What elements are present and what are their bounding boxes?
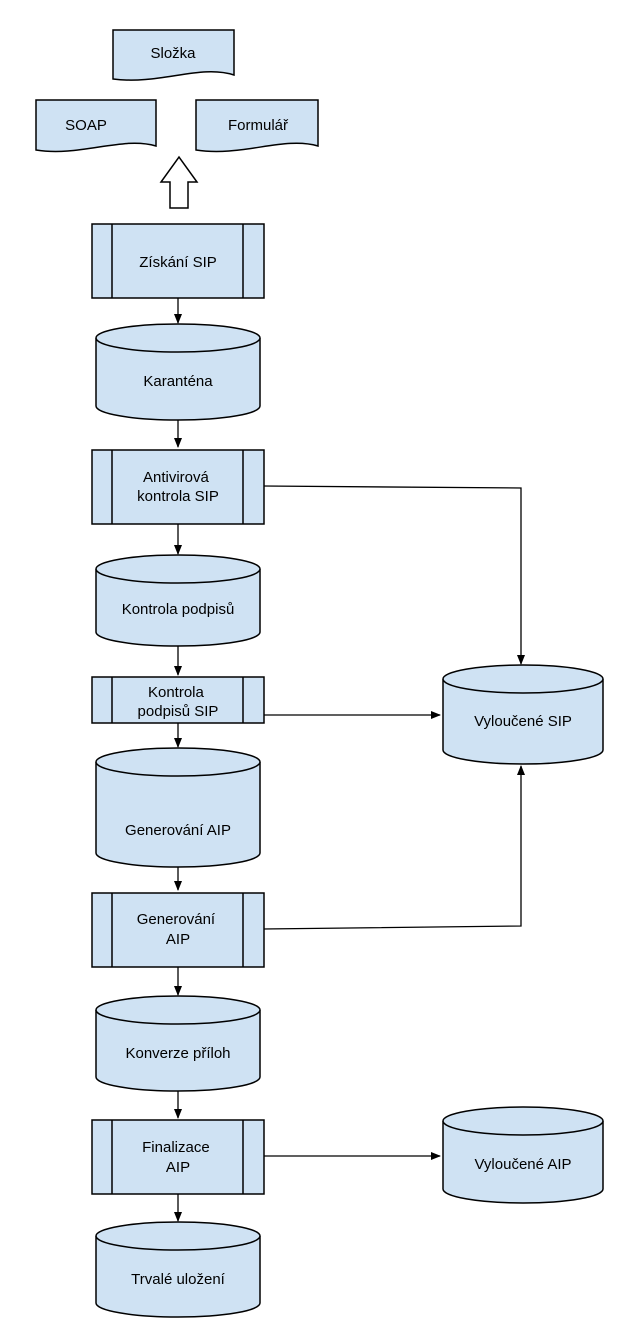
- antivirus-check-label-line2: kontrola SIP: [137, 488, 219, 505]
- svg-text:Karanténa: Karanténa: [143, 373, 213, 390]
- aip-generate-label-line2: AIP: [166, 931, 190, 948]
- signature-store-label: Kontrola podpisů: [122, 601, 235, 618]
- exclusion-connectors: [262, 485, 525, 1160]
- process-signature-check: [91, 676, 265, 724]
- store-excluded-aip: Vyloučené AIP: [442, 1106, 604, 1204]
- store-quarantine: Karanténa: [95, 323, 261, 421]
- svg-text:Generování AIP: Generování AIP: [125, 822, 231, 839]
- svg-text:Vyloučené SIP: Vyloučené SIP: [474, 713, 572, 730]
- process-antivirus-check: Antivirová kontrola SIP: [91, 449, 265, 525]
- antivirus-check-label-line1: Antivirová: [143, 469, 210, 486]
- document-form: Formulář: [195, 99, 319, 153]
- form-label: Formulář: [228, 117, 289, 134]
- store-attachment-conversion: Konverze příloh: [95, 995, 261, 1092]
- store-excluded-sip: Vyloučené SIP: [442, 664, 604, 765]
- svg-text:Kontrola podpisů SIP: Kontrola podpisů SIP: [138, 684, 219, 720]
- svg-text:Trvalé uložení: Trvalé uložení: [131, 1271, 225, 1288]
- store-aip: Generování AIP: [95, 747, 261, 868]
- process-aip-finalize: Finalizace AIP: [91, 1119, 265, 1195]
- svg-text:Generování AIP: Generování AIP: [137, 911, 220, 948]
- svg-text:Antivirová kontrola SIP: Antivirová kontrola SIP: [137, 469, 219, 505]
- svg-text:Získání SIP: Získání SIP: [139, 254, 217, 271]
- aip-finalize-label-line2: AIP: [166, 1159, 190, 1176]
- aip-store-label: Generování AIP: [125, 822, 231, 839]
- svg-text:Vyloučené AIP: Vyloučené AIP: [474, 1156, 571, 1173]
- svg-text:Konverze příloh: Konverze příloh: [125, 1045, 230, 1062]
- excluded-sip-label: Vyloučené SIP: [474, 713, 572, 730]
- upload-arrow-icon: [159, 155, 199, 209]
- store-permanent: Trvalé uložení: [95, 1221, 261, 1318]
- quarantine-label: Karanténa: [143, 373, 213, 390]
- soap-label: SOAP: [65, 117, 107, 134]
- document-folder: Složka: [112, 29, 235, 81]
- process-aip-generate: Generování AIP: [91, 892, 265, 968]
- signature-check-label-line2: podpisů SIP: [138, 703, 219, 720]
- svg-text:Finalizace AIP: Finalizace AIP: [142, 1139, 214, 1176]
- excluded-aip-label: Vyloučené AIP: [474, 1156, 571, 1173]
- aip-generate-label-line1: Generování: [137, 911, 216, 928]
- document-soap: SOAP: [35, 99, 157, 153]
- attachment-conversion-label: Konverze příloh: [125, 1045, 230, 1062]
- store-signature: Kontrola podpisů: [95, 554, 261, 647]
- process-get-sip: Získání SIP: [91, 223, 265, 299]
- signature-check-label-line1: Kontrola: [148, 684, 205, 701]
- permanent-storage-label: Trvalé uložení: [131, 1271, 225, 1288]
- folder-label: Složka: [150, 45, 196, 62]
- signature-check-label-group: Kontrola podpisů SIP: [138, 684, 219, 720]
- svg-text:Kontrola podpisů: Kontrola podpisů: [122, 601, 235, 618]
- aip-finalize-label-line1: Finalizace: [142, 1139, 210, 1156]
- get-sip-label: Získání SIP: [139, 254, 217, 271]
